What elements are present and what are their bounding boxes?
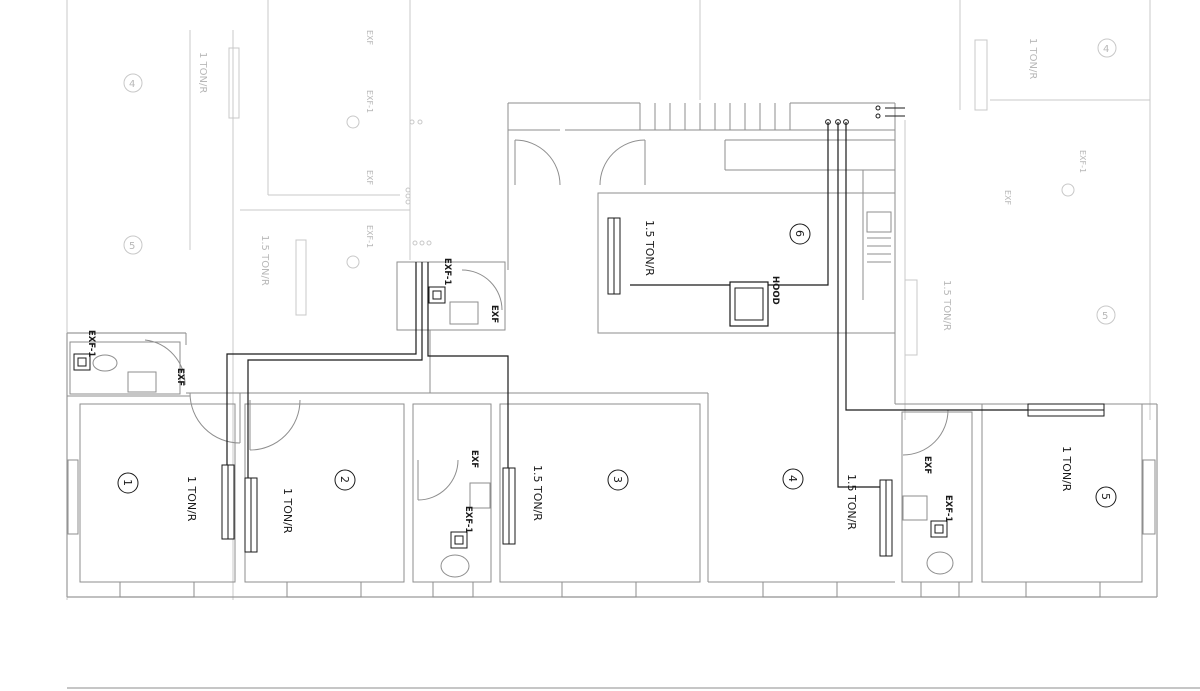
exhaust-fan-icon [428, 286, 446, 304]
plumbing-fixtures [92, 211, 954, 578]
exhaust-fan-icon [73, 353, 91, 371]
ac-unit-room-4 [879, 479, 893, 557]
svg-text:1: 1 [121, 479, 134, 486]
faint-ac-label: 1.5 TON/R [941, 280, 952, 331]
svg-text:3: 3 [611, 476, 624, 483]
ac-label-room-1: 1 TON/R [185, 476, 198, 522]
exf1-label: EXF-1 [86, 330, 96, 357]
faint-exf-label: EXF-1 [365, 225, 374, 248]
exf-label: EXF [175, 368, 185, 386]
room-number-1: 1 [117, 472, 139, 494]
room-numbers: 1 2 3 4 5 6 [117, 223, 1117, 508]
ac-label-room-6: 1.5 TON/R [643, 220, 656, 276]
ac-units [221, 217, 1105, 557]
exf-label: EXF [922, 456, 932, 474]
door-swings [144, 139, 949, 501]
exhaust-fan-icon [450, 531, 468, 549]
exhaust-fan-icon [930, 520, 948, 538]
faint-exf-label: EXF [1003, 190, 1012, 206]
ac-label-room-5: 1 TON/R [1060, 446, 1073, 492]
ac-unit-room-6 [607, 217, 621, 295]
building-walls [66, 102, 1200, 689]
refrigerant-piping [226, 105, 1040, 488]
faint-exf-label: EXF [365, 30, 374, 46]
exf-label: EXF [489, 305, 499, 323]
faint-exf-label: EXF [365, 170, 374, 186]
faint-ac-label: 1.5 TON/R [259, 235, 270, 286]
faint-room-number: 4 [1103, 44, 1109, 55]
ac-unit-room-3 [502, 467, 516, 545]
exf1-label: EXF-1 [943, 495, 953, 522]
hood-label: HOOD [770, 276, 780, 305]
ac-unit-room-1 [221, 464, 235, 540]
faint-ac-label: 1 TON/R [1027, 38, 1038, 79]
svg-text:2: 2 [338, 476, 351, 483]
svg-text:4: 4 [786, 475, 799, 482]
ac-capacity-labels: 1 TON/R 1 TON/R 1.5 TON/R 1.5 TON/R 1 TO… [185, 220, 1073, 534]
exf-label: EXF [469, 450, 479, 468]
faint-exf-label: EXF-1 [365, 90, 374, 113]
room-number-5: 5 [1095, 486, 1117, 508]
room-number-6: 6 [789, 223, 811, 245]
faint-room-number: 5 [129, 241, 135, 252]
kitchen-hood: HOOD [729, 276, 780, 327]
ac-label-room-2: 1 TON/R [281, 488, 294, 534]
faint-exf-label: EXF-1 [1078, 150, 1087, 173]
svg-text:5: 5 [1099, 493, 1112, 500]
room-number-4: 4 [782, 468, 804, 490]
exf1-label: EXF-1 [463, 506, 473, 533]
ac-label-room-4: 1.5 TON/R [845, 474, 858, 530]
svg-text:6: 6 [793, 230, 806, 237]
exf1-label: EXF-1 [442, 258, 452, 285]
room-number-2: 2 [334, 469, 356, 491]
room-number-3: 3 [607, 469, 629, 491]
ac-unit-room-2 [244, 477, 258, 553]
faint-room-number: 5 [1102, 311, 1108, 322]
ac-label-room-3: 1.5 TON/R [531, 465, 544, 521]
staircase [639, 103, 791, 130]
exhaust-fans: EXF-1 EXF-1 EXF-1 EXF-1 EXF EXF EXF EXF [73, 258, 953, 549]
faint-room-number: 4 [129, 79, 135, 90]
faint-overlay: 4 5 4 5 1 TON/R 1.5 TON/R 1 TON/R 1.5 TO… [66, 0, 1151, 600]
faint-ac-label: 1 TON/R [197, 52, 208, 93]
ac-unit-room-5 [1027, 403, 1105, 417]
